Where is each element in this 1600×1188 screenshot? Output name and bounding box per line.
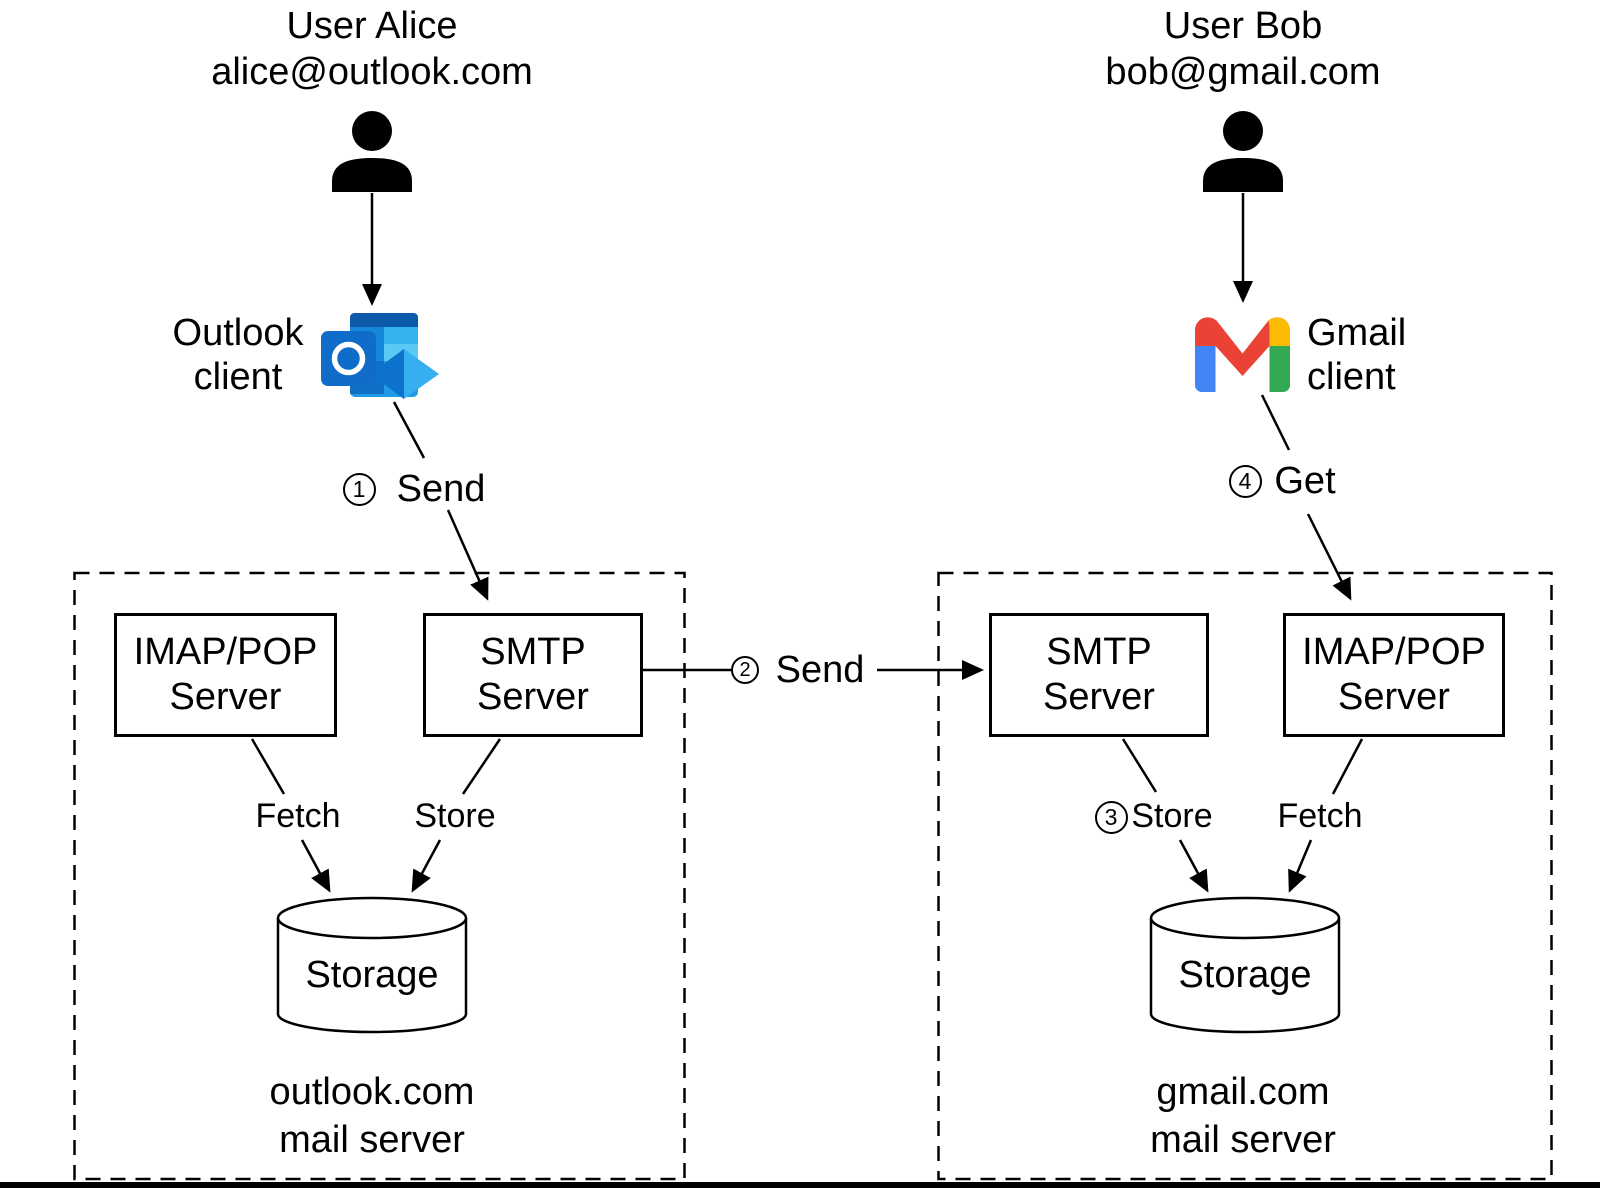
alice-title: User Alice [286,5,458,47]
gmail-client-label-line1: Gmail [1307,312,1407,354]
outlook-smtp-line2: Server [477,676,589,718]
outlook-client-icon [321,313,439,399]
bob-title: User Bob [1163,5,1323,47]
gmail-client-label-line2: client [1307,356,1396,399]
alice-body [332,158,412,192]
bob-head [1223,111,1263,151]
gmail-mail-server-boundary [937,571,1553,1181]
gmail-imap-pop-server-box: IMAP/POP Server [1283,613,1505,737]
outlook-smtp-line1: SMTP [480,631,586,673]
outlook-client-label: Outlook client [173,311,304,399]
smtp-to-store-line-left [461,738,502,795]
step4-number: 4 [1238,467,1252,494]
gmail-smtp-server-box: SMTP Server [989,613,1209,737]
step3-circled-number: 3 [1094,800,1128,834]
step2-label: Send [775,649,865,691]
person-icon [332,111,412,192]
outlook-client-label-line1: Outlook [172,312,304,354]
step4-label: Get [1274,460,1336,502]
outlook-imap-pop-server-box: IMAP/POP Server [114,613,337,737]
store-to-storage-arrow-left [411,839,442,893]
outlook-mail-server-boundary [73,571,686,1181]
store-to-storage-arrow-right [1178,839,1209,893]
storage-label-left: Storage [305,954,439,996]
fetch-label-right: Fetch [1277,797,1363,835]
step3-number: 3 [1104,803,1118,830]
storage-cylinder-right [1149,896,1341,1034]
outlook-server-caption-line2: mail server [279,1119,465,1161]
gmail-server-caption-line2: mail server [1150,1119,1336,1161]
outlook-smtp-server-box: SMTP Server [423,613,643,737]
step2-number: 2 [739,658,751,681]
bob-email: bob@gmail.com [1105,51,1381,93]
gmail-smtp-line2: Server [1043,676,1155,718]
store-label-left: Store [414,797,496,835]
gmail-smtp-line1: SMTP [1046,631,1152,673]
storage-cylinder-left [276,896,468,1034]
outlook-imap-line2: Server [169,676,282,718]
fetch-label-left: Fetch [255,797,341,835]
step1-number: 1 [352,475,366,502]
gmail-to-get-line [1260,394,1291,451]
gmail-imap-line1: IMAP/POP [1302,631,1486,673]
bottom-border-bar [0,1182,1600,1188]
store-label-right: Store [1131,797,1213,835]
fetch-to-storage-arrow-right [1288,839,1313,893]
smtp-to-store-line-right [1121,738,1158,793]
outlook-to-send-line [392,401,426,459]
bob-body [1203,158,1283,192]
outlook-server-caption-line1: outlook.com [269,1071,475,1113]
gmail-client-icon [1195,317,1290,392]
fetch-to-storage-arrow-left [300,839,331,893]
gmail-server-caption-line1: gmail.com [1156,1071,1330,1113]
person-icon [1203,111,1283,192]
alice-email: alice@outlook.com [211,51,533,93]
send-to-smtp-arrow [446,509,489,601]
storage-label-right: Storage [1178,954,1312,996]
get-to-imap-arrow [1306,513,1352,601]
gmail-client-label: Gmail client [1307,311,1406,399]
imap-to-fetch-line-right [1331,738,1364,795]
gmail-imap-line2: Server [1338,676,1450,718]
step2-circled-number: 2 [731,656,759,684]
step1-circled-number: 1 [342,472,376,506]
step4-circled-number: 4 [1228,464,1262,498]
outlook-client-label-line2: client [193,356,283,399]
alice-head [352,111,392,151]
step1-label: Send [396,468,486,510]
imap-to-fetch-line-left [250,738,286,795]
outlook-imap-line1: IMAP/POP [133,631,318,673]
